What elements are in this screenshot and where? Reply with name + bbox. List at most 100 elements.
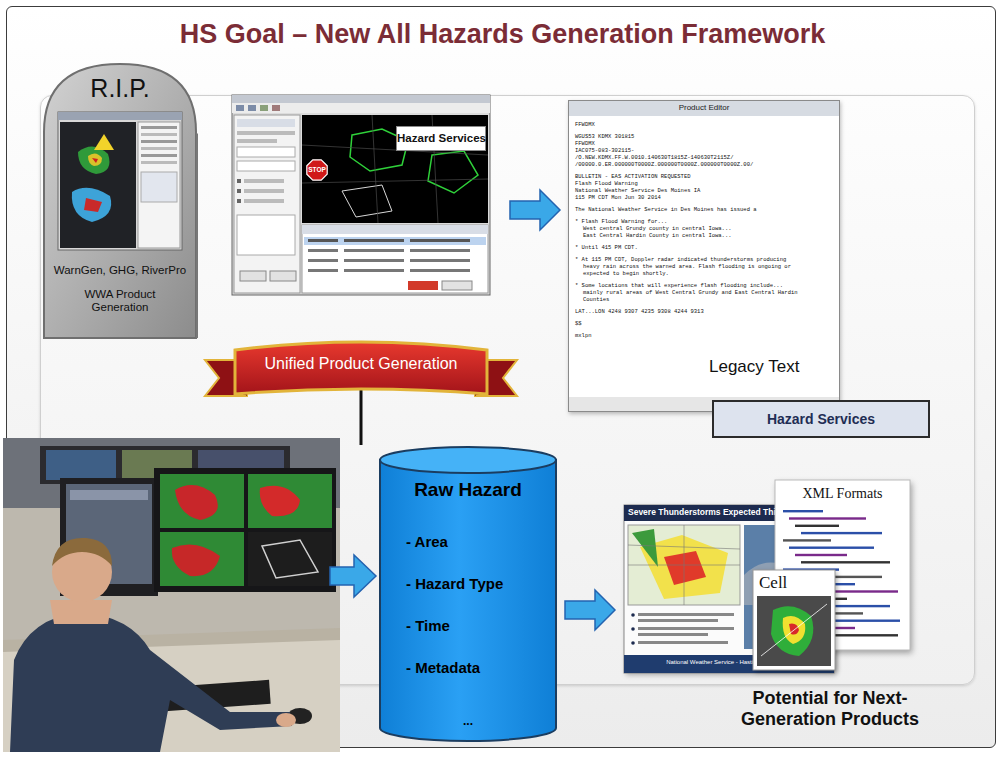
drawing-part <box>172 544 220 576</box>
drawing-part <box>141 154 177 157</box>
forecaster-photo <box>3 438 340 752</box>
tombstone: R.I.P.WarnGen, GHG, RiverProWWA Product … <box>42 62 198 338</box>
node-text: LAT...LON 4248 9307 4235 9308 4244 9313 <box>575 308 830 315</box>
connector-line <box>360 390 363 445</box>
node-text: expected to begin shortly. <box>583 270 838 277</box>
drawing-part <box>232 95 490 103</box>
drawing-part <box>801 561 890 563</box>
node-text: FFWDMX <box>575 140 830 147</box>
node-text: ... <box>378 715 558 729</box>
drawing-part <box>84 198 102 212</box>
drawing-part <box>795 583 855 585</box>
drawing-part <box>44 64 196 338</box>
node-text: IAC075-083-302115- <box>575 147 830 154</box>
drawing-part <box>302 115 488 223</box>
node-text: $$ <box>575 320 830 327</box>
drawing-part <box>262 540 318 578</box>
drawing-part <box>141 161 177 164</box>
node-text: Raw Hazard <box>378 479 558 501</box>
drawing-part <box>232 95 490 295</box>
drawing-part <box>232 103 490 113</box>
drawing-part <box>638 627 734 630</box>
drawing-part <box>308 249 338 252</box>
node-text: Flash Flood Warning <box>575 180 830 187</box>
drawing-part <box>88 153 102 166</box>
drawing-part <box>58 112 182 120</box>
drawing-part <box>141 172 177 202</box>
drawing-part <box>248 532 332 586</box>
drawing-part <box>260 105 268 111</box>
node-text: Counties <box>583 296 838 303</box>
drawing-part <box>631 627 635 631</box>
node-text: 115 PM CDT Mon Jun 30 2014 <box>575 194 830 201</box>
drawing-part <box>141 126 177 129</box>
node-text: * Some locations that will experience fl… <box>575 282 830 289</box>
drawing-part <box>801 590 898 592</box>
connector <box>361 390 362 445</box>
drawing-part <box>628 525 740 605</box>
block-arrow <box>330 555 376 597</box>
drawing-part <box>638 641 728 644</box>
drawing-part <box>92 158 98 163</box>
drawing-part <box>795 525 839 527</box>
drawing-part <box>638 633 708 636</box>
drawing-part <box>3 438 340 752</box>
drawing-part <box>10 612 292 752</box>
drawing-part <box>237 215 295 255</box>
hazard-services-box: Hazard Services <box>712 400 930 438</box>
drawing-part <box>302 225 488 234</box>
ribbon-banner: Unified Product Generation <box>205 338 517 398</box>
drawing-part <box>783 510 823 512</box>
drawing-part <box>237 139 277 143</box>
drawing-part <box>789 634 898 636</box>
drawing-part <box>783 598 847 600</box>
drawing-part <box>344 249 404 252</box>
drawing-part <box>795 554 847 556</box>
drawing-part <box>138 122 180 248</box>
drawing-part <box>60 122 136 248</box>
drawing-part <box>344 239 404 242</box>
drawing-part <box>344 259 404 262</box>
drawing-part <box>801 620 900 622</box>
drawing-part <box>308 259 338 262</box>
drawing-part <box>783 568 839 570</box>
icon-label: STOP <box>305 166 329 173</box>
drawing-part <box>237 179 241 183</box>
drawing-part <box>237 147 295 157</box>
drawing-part <box>632 529 658 567</box>
drawing-part <box>342 185 392 217</box>
drawing-part <box>175 485 218 520</box>
node-text: mxlpn <box>575 332 830 339</box>
node-text: West central Grundy county in central Io… <box>583 225 838 232</box>
drawing-part <box>58 112 182 250</box>
node-text: * Until 415 PM CDT. <box>575 244 830 251</box>
drawing-part <box>248 105 256 111</box>
drawing-part <box>631 613 635 617</box>
drawing-part <box>160 474 244 528</box>
drawing-part <box>270 271 296 281</box>
node-text: Unified Product Generation <box>205 355 517 373</box>
drawing-part <box>154 468 336 592</box>
drawing-part <box>236 105 244 111</box>
drawing-part <box>237 131 295 135</box>
drawing-part <box>775 480 910 650</box>
node-text: Cell <box>759 573 829 593</box>
drawing-part <box>410 259 470 262</box>
block-arrow <box>510 190 560 230</box>
drawing-part <box>801 532 882 534</box>
drawing-part <box>248 474 332 528</box>
node-text: Product Editor <box>569 103 839 112</box>
drawing-part <box>638 613 734 616</box>
drawing-part <box>783 627 855 629</box>
drawing-part <box>308 269 338 272</box>
drawing-part <box>789 605 890 607</box>
drawing-part <box>50 600 112 624</box>
drawing-part <box>72 188 111 222</box>
drawing-part <box>52 538 112 566</box>
drawing-part <box>46 450 116 480</box>
drawing-part <box>308 239 338 242</box>
node-text: FFWDMX <box>575 121 830 128</box>
drawing-part <box>240 271 266 281</box>
node-text: R.I.P. <box>42 74 198 103</box>
